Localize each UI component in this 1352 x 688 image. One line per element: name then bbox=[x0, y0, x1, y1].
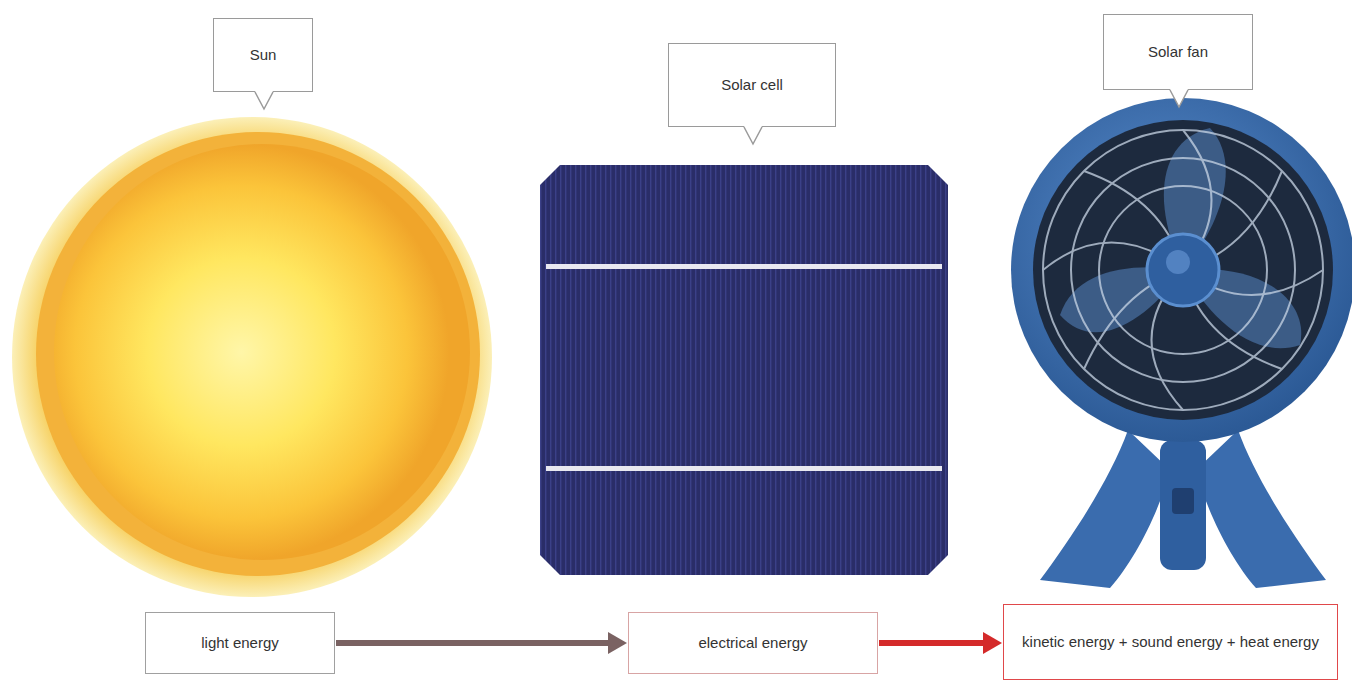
node-label: electrical energy bbox=[698, 633, 807, 653]
energy-box: kinetic energy + sound energy + heat ene… bbox=[1003, 604, 1338, 680]
solar-cell-illustration bbox=[540, 165, 948, 575]
callout-pointer bbox=[742, 126, 764, 146]
flow-arrow bbox=[336, 632, 627, 654]
sun-illustration bbox=[12, 117, 492, 597]
callout-pointer bbox=[253, 91, 275, 111]
callout-pointer bbox=[1168, 89, 1190, 109]
energy-box: electrical energy bbox=[628, 612, 878, 674]
callout-box: Solar fan bbox=[1103, 14, 1253, 90]
node-label: light energy bbox=[201, 633, 279, 653]
node-label: Solar fan bbox=[1148, 42, 1208, 62]
node-label: Sun bbox=[250, 45, 277, 65]
energy-box: light energy bbox=[145, 612, 335, 674]
node-label: Solar cell bbox=[721, 75, 783, 95]
flow-arrow bbox=[879, 632, 1002, 654]
node-label: kinetic energy + sound energy + heat ene… bbox=[1022, 632, 1319, 652]
callout-box: Solar cell bbox=[668, 43, 836, 127]
callout-box: Sun bbox=[213, 18, 313, 92]
solar-fan-illustration bbox=[1011, 98, 1352, 588]
